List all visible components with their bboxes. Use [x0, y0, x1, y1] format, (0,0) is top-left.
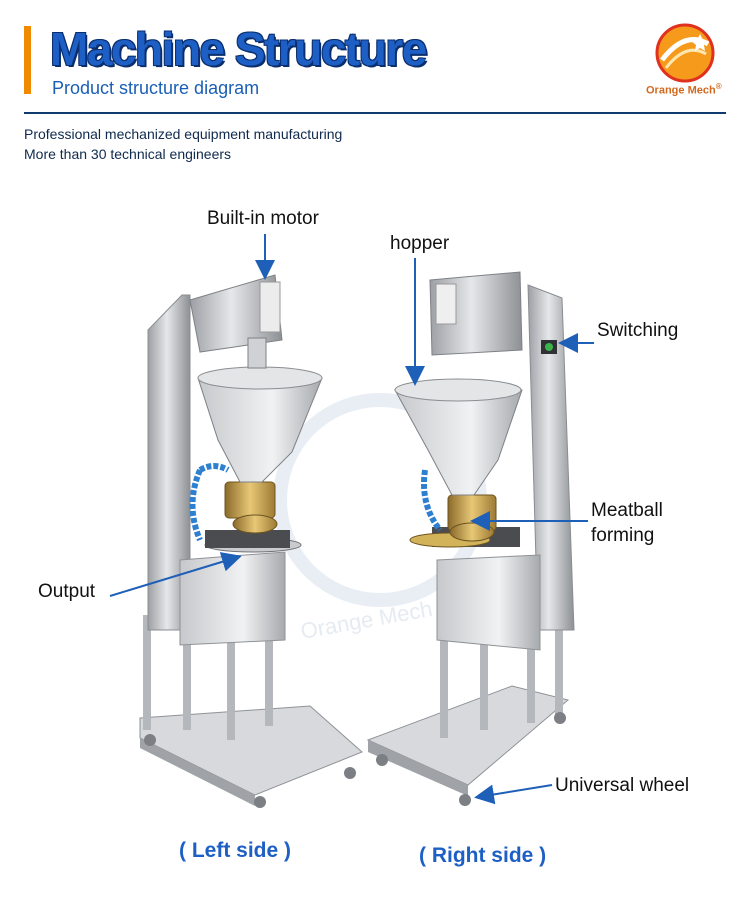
title-accent-bar — [24, 26, 31, 94]
label-hopper: hopper — [390, 233, 450, 254]
output-arrow — [109, 552, 242, 597]
left-machine — [139, 274, 363, 808]
header-divider — [24, 112, 726, 114]
wheel-arrow — [474, 784, 553, 805]
label-switching: Switching — [597, 320, 679, 341]
page-title: Machine Structure — [50, 23, 427, 75]
label-built-in-motor: Built-in motor — [207, 208, 319, 229]
caption-left-side: ( Left side ) — [179, 839, 292, 862]
description-line-2: More than 30 technical engineers — [24, 146, 232, 162]
label-forming: forming — [591, 525, 655, 546]
page-subtitle: Product structure diagram — [52, 78, 260, 98]
brand-name: Orange Mech® — [646, 82, 722, 97]
label-universal-wheel: Universal wheel — [555, 775, 690, 796]
description-line-1: Professional mechanized equipment manufa… — [24, 126, 343, 142]
machine-photo: Orange Mech — [109, 234, 594, 808]
callout-arrows — [109, 234, 594, 805]
label-output: Output — [38, 581, 96, 602]
caption-right-side: ( Right side ) — [419, 844, 547, 867]
right-machine — [366, 271, 575, 806]
label-meatball: Meatball — [591, 500, 663, 521]
brand-logo — [655, 23, 715, 83]
